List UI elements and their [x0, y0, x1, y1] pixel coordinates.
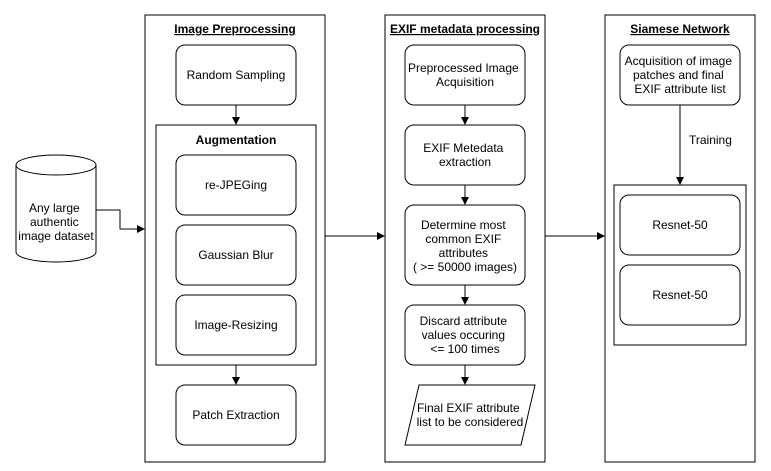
patch-extraction-label: Patch Extraction	[192, 408, 279, 422]
exif-final-attribute-list: Final EXIF attribute list to be consider…	[404, 384, 536, 446]
siamese-panel: Siamese Network Acquisition of image pat…	[604, 14, 756, 463]
exif-step-line: EXIF Metedata	[423, 141, 503, 155]
resnet-label: Resnet-50	[652, 288, 708, 302]
exif-output-label: Final EXIF attribute list to be consider…	[417, 401, 524, 429]
resnet-group: Resnet-50 Resnet-50	[613, 184, 747, 346]
edge-exif-to-siamese	[545, 232, 605, 240]
preprocessing-title: Image Preprocessing	[174, 22, 295, 36]
exif-step-acquisition: Preprocessed Image Acquisition	[404, 44, 526, 106]
edges	[96, 105, 684, 385]
exif-step-line: Discard attribute	[420, 314, 508, 328]
exif-step-line: <= 100 times	[430, 342, 499, 356]
edge-exif-step-4-to-output	[461, 365, 469, 385]
siamese-acquisition-line: patches and final	[633, 68, 724, 82]
exif-step-common-attributes: Determine most common EXIF attributes ( …	[404, 204, 526, 286]
exif-panel: EXIF metadata processing Preprocessed Im…	[384, 14, 546, 463]
exif-step-line: values occuring	[422, 328, 505, 342]
dataset-label-line: authentic	[30, 215, 79, 229]
random-sampling-node: Random Sampling	[175, 44, 297, 106]
edge-training	[676, 105, 684, 185]
exif-step-line: extraction	[439, 155, 491, 169]
exif-step-extraction: EXIF Metedata extraction	[404, 124, 526, 186]
resnet-branch-1: Resnet-50	[619, 194, 741, 256]
gaussian-blur-label: Gaussian Blur	[198, 248, 273, 262]
exif-step-line: attributes	[439, 246, 488, 260]
image-resizing-node: Image-Resizing	[175, 294, 297, 356]
rejpeg-label: re-JPEGing	[205, 178, 267, 192]
image-resizing-label: Image-Resizing	[194, 318, 277, 332]
exif-step-discard: Discard attribute values occuring <= 100…	[404, 304, 526, 366]
augmentation-group: Augmentation re-JPEGing Gaussian Blur Im…	[155, 124, 317, 366]
augmentation-title: Augmentation	[196, 133, 277, 147]
exif-step-label: Discard attribute values occuring <= 100…	[420, 314, 511, 356]
resnet-label: Resnet-50	[652, 218, 708, 232]
dataset-label: Any large authentic image dataset	[18, 201, 94, 243]
random-sampling-label: Random Sampling	[187, 68, 286, 82]
exif-output-line: list to be considered	[417, 415, 524, 429]
siamese-acquisition-node: Acquisition of image patches and final E…	[619, 44, 741, 106]
training-label: Training	[689, 133, 732, 147]
edge-random-sampling-to-augmentation	[232, 105, 240, 125]
resnet-branch-2: Resnet-50	[619, 264, 741, 326]
exif-step-line: Acquisition	[436, 75, 494, 89]
rejpeg-node: re-JPEGing	[175, 154, 297, 216]
exif-step-label: EXIF Metedata extraction	[423, 141, 506, 169]
exif-step-line: Preprocessed Image	[408, 61, 519, 75]
dataset-label-line: Any large	[29, 201, 80, 215]
exif-title: EXIF metadata processing	[390, 22, 540, 36]
siamese-acquisition-line: EXIF attribute list	[634, 82, 726, 96]
edge-dataset-to-preprocessing	[96, 209, 145, 233]
edge-exif-step-3-to-4	[461, 285, 469, 305]
exif-step-label: Determine most common EXIF attributes ( …	[413, 218, 517, 274]
exif-output-line: Final EXIF attribute	[417, 401, 520, 415]
patch-extraction-node: Patch Extraction	[175, 384, 297, 446]
exif-step-label: Preprocessed Image Acquisition	[408, 61, 522, 89]
dataset-database: Any large authentic image dataset	[15, 154, 97, 263]
edge-augmentation-to-patch-extraction	[232, 365, 240, 385]
dataset-label-line: image dataset	[18, 229, 94, 243]
siamese-acquisition-line: Acquisition of image	[625, 54, 733, 68]
exif-step-line: Determine most	[421, 218, 506, 232]
gaussian-blur-node: Gaussian Blur	[175, 224, 297, 286]
siamese-acquisition-label: Acquisition of image patches and final E…	[625, 54, 736, 96]
exif-step-line: common EXIF	[425, 232, 501, 246]
exif-step-line: ( >= 50000 images)	[413, 260, 517, 274]
edge-exif-step-2-to-3	[461, 185, 469, 205]
preprocessing-panel: Image Preprocessing Random Sampling Augm…	[144, 14, 326, 463]
siamese-title: Siamese Network	[630, 22, 730, 36]
edge-preprocessing-to-exif	[325, 232, 385, 240]
edge-exif-step-1-to-2	[461, 105, 469, 125]
